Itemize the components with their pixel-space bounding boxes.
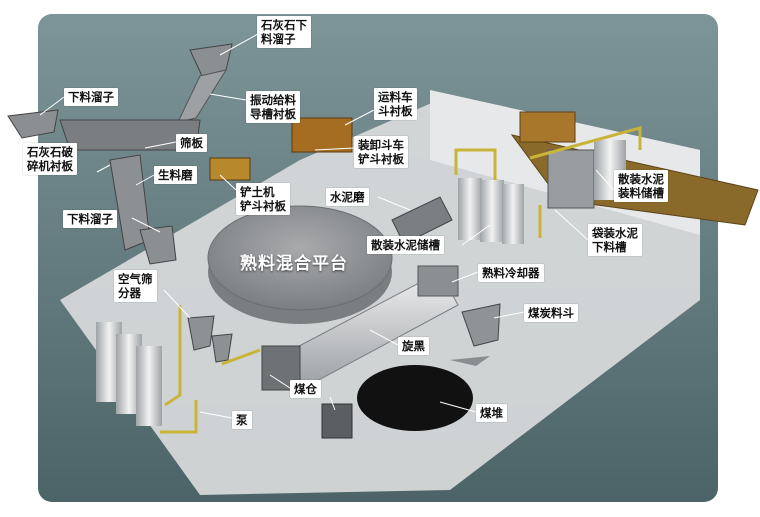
label-clinker-platform: 熟料混合平台 — [240, 254, 348, 274]
label-coal-pile: 煤堆 — [476, 404, 507, 422]
bulk-silo-3 — [502, 184, 524, 244]
coal-bin — [321, 403, 353, 439]
loading-silo-box — [547, 149, 595, 209]
label-bagged-cement: 袋装水泥 下料槽 — [588, 224, 642, 256]
label-shovel-loader: 铲土机 铲斗衬板 — [236, 183, 290, 215]
label-limestone-chute: 石灰石下 料溜子 — [257, 16, 311, 48]
label-truck-bucket: 运料车 斗衬板 — [374, 88, 417, 120]
label-loader-bucket: 装卸斗车 铲斗衬板 — [354, 136, 408, 168]
label-clinker-cooler: 熟料冷却器 — [478, 264, 544, 282]
coal-hopper — [461, 303, 501, 347]
pipe-network — [160, 126, 642, 434]
bulk-silo-1 — [458, 178, 482, 240]
label-pump: 泵 — [232, 411, 252, 429]
leader-lines — [39, 33, 615, 419]
clinker-platform-top — [207, 205, 393, 311]
label-air-separator: 空气筛 分器 — [114, 270, 157, 302]
lower-chute — [139, 225, 177, 265]
label-coal-hopper: 煤炭料斗 — [524, 304, 578, 322]
left-silo-3 — [136, 346, 162, 426]
label-cement-mill: 水泥磨 — [326, 188, 369, 206]
label-bulk-cement-loading: 散装水泥 装料储槽 — [614, 170, 668, 202]
bulk-silo-2 — [480, 180, 504, 242]
label-coal-bin: 煤仓 — [290, 380, 321, 398]
loader-truck — [209, 157, 251, 181]
label-chute-top-left: 下料溜子 — [64, 88, 118, 106]
label-raw-mill: 生料磨 — [154, 166, 197, 184]
vibro-feeder — [177, 69, 228, 123]
label-screen: 筛板 — [176, 134, 207, 152]
clinker-cooler — [417, 265, 459, 297]
top-left-chute — [7, 109, 59, 139]
label-limestone-crusher: 石灰石破 碎机衬板 — [23, 143, 77, 175]
label-chute-mid-left: 下料溜子 — [63, 210, 117, 228]
coal-pile — [357, 365, 473, 431]
label-rotary-kiln: 旋黑 — [398, 337, 429, 355]
haul-truck — [291, 117, 353, 153]
label-vibro-feeder: 振动给料 导槽衬板 — [246, 91, 300, 123]
air-separator — [187, 315, 215, 351]
label-bulk-cement-silo: 散装水泥储槽 — [367, 236, 444, 254]
